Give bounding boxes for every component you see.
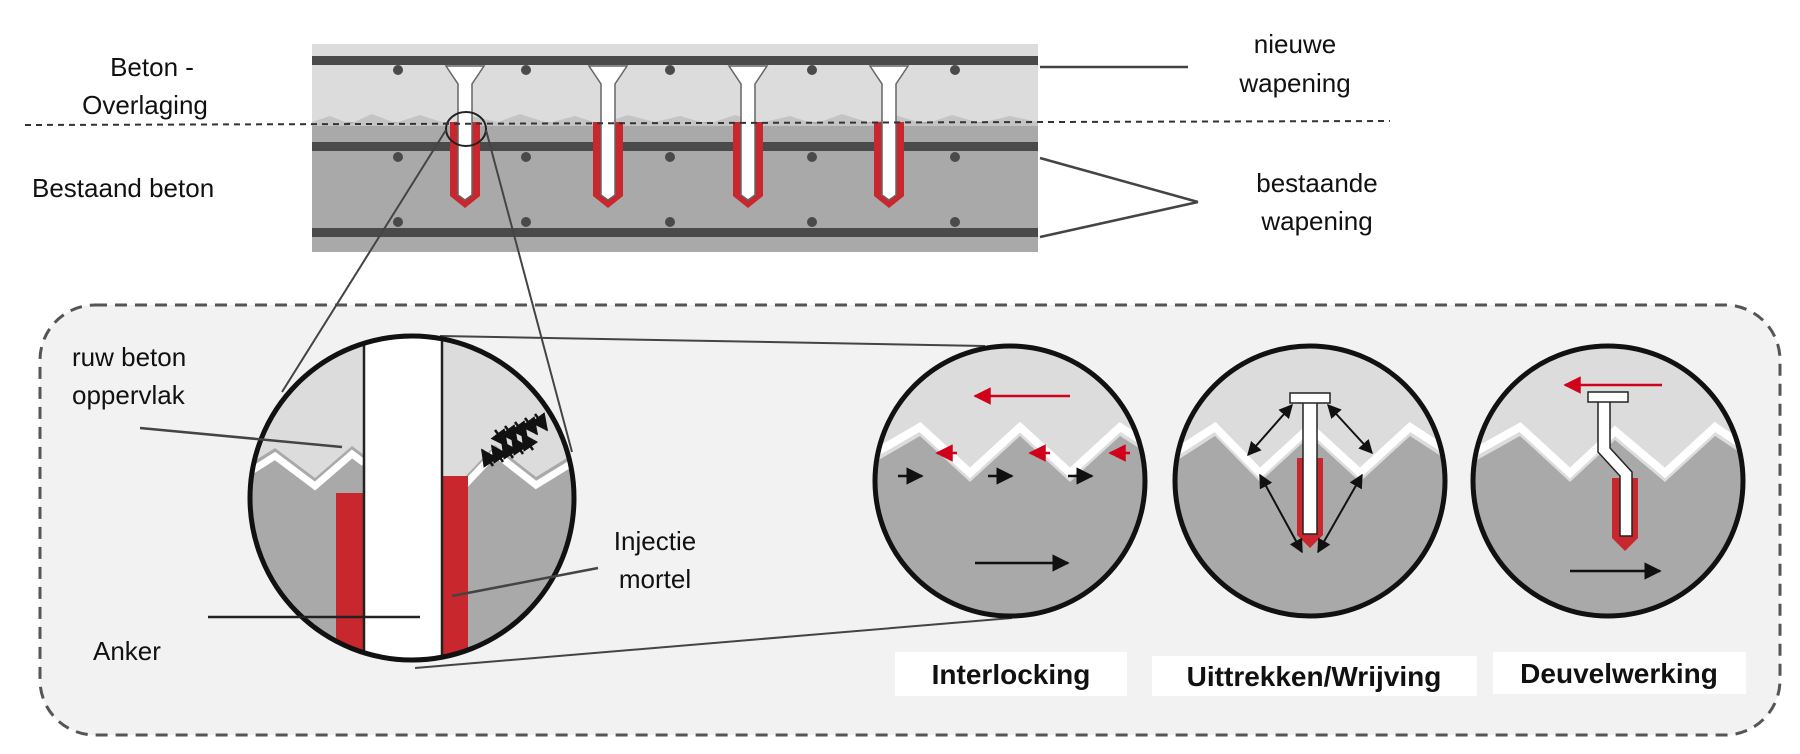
detail-marker-circle (445, 111, 487, 147)
rough-surface-label-line1: ruw beton (72, 342, 186, 372)
rebar-dots (393, 65, 960, 227)
anchor-label: Anker (93, 636, 161, 666)
caption-box-interlocking (895, 652, 1127, 696)
new-rebar-bar (312, 56, 1038, 65)
anchor-2 (587, 65, 629, 208)
anchor-4 (868, 65, 910, 208)
existing-rebar-label-line1: bestaande (1256, 168, 1377, 198)
existing-rebar-leader-lower (1039, 200, 1199, 239)
mortar-left (336, 493, 364, 660)
rough-surface-label-line2: oppervlak (72, 380, 186, 410)
caption-box-pullout (1152, 656, 1477, 696)
injection-mortar-leader (451, 566, 599, 598)
caption-pullout-friction: Uittrekken/Wrijving (1187, 661, 1442, 692)
injection-mortar-label-line2: mortel (619, 564, 691, 594)
caption-box-dowel (1493, 652, 1746, 694)
overlay-label-line2: Overlaging (82, 90, 208, 120)
new-rebar-label-line1: nieuwe (1254, 29, 1336, 59)
existing-rebar-leader-upper (1039, 156, 1199, 204)
existing-concrete-label: Bestaand beton (32, 173, 214, 203)
anchor-3 (727, 65, 769, 208)
injection-mortar-label-line1: Injectie (614, 526, 696, 556)
caption-dowel-action: Deuvelwerking (1520, 658, 1718, 689)
existing-rebar-bar-lower (312, 228, 1038, 237)
interface-force-arrows (480, 412, 549, 468)
zoom-line-right (485, 129, 573, 453)
anchor-shaft (364, 336, 442, 660)
interface-dashed-line (24, 120, 1391, 126)
mechanism-dowel-action (1470, 343, 1746, 619)
mechanism-pullout-friction (1172, 343, 1448, 619)
existing-rebar-bar-upper (312, 142, 1038, 151)
magnified-detail (247, 333, 577, 663)
mortar-right (442, 476, 468, 660)
rough-interface (312, 114, 1038, 126)
zoom-line-to-mechanisms-top (439, 335, 986, 347)
existing-rebar-label-line2: wapening (1260, 206, 1372, 236)
cross-section (312, 44, 1038, 252)
caption-interlocking: Interlocking (932, 659, 1091, 690)
mechanism-interlocking (872, 343, 1148, 619)
zoom-line-left (281, 129, 447, 393)
zoom-line-to-mechanisms-bottom (414, 617, 1013, 669)
new-rebar-label-line2: wapening (1238, 68, 1350, 98)
rough-surface-leader (139, 426, 343, 449)
overlay-label-line1: Beton - (110, 52, 194, 82)
